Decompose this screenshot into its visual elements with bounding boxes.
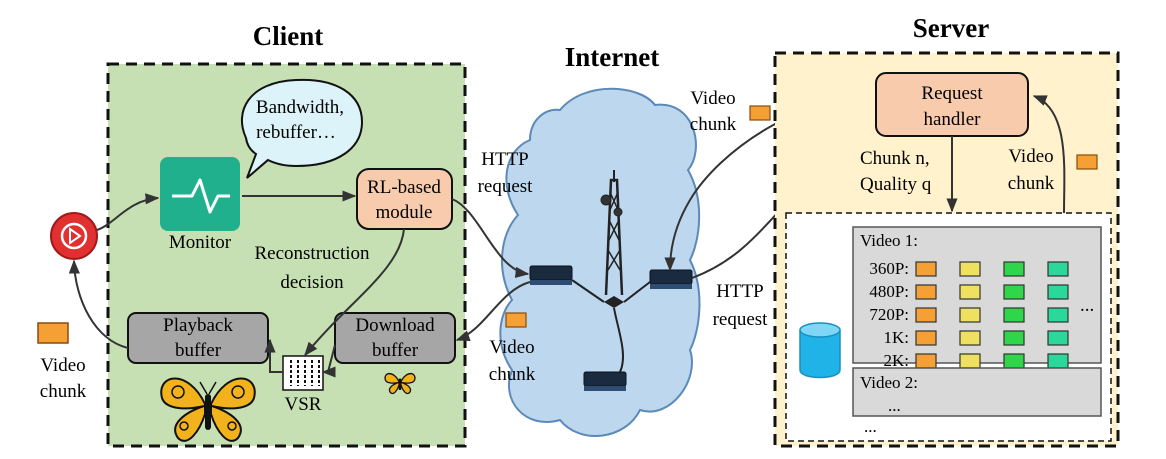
left-chunk-line1: Video [40,355,85,376]
playback-buffer-box [127,312,269,364]
quality-label: 2K: [884,351,910,370]
server-chunk-line2: chunk [1008,173,1055,194]
quality-chunk-cell [1047,261,1069,277]
playback-buffer-line2: buffer [175,340,222,361]
chunk-n-label: Chunk n, [860,148,930,169]
client-arrows [68,190,405,378]
quality-chunk-cell [1047,307,1069,323]
quality-chunk-cell [915,261,937,277]
vsr-label: VSR [285,394,322,415]
quality-chunk-cell [959,284,981,300]
monitor-label: Monitor [169,232,232,253]
quality-chunk-cell [959,307,981,323]
video-chunk-icon-bottom [505,312,527,328]
left-chunk-line2: chunk [40,381,87,402]
server-chunk-line1: Video [1008,146,1053,167]
play-icon [50,212,98,260]
http-request-right-line1: HTTP [716,281,764,302]
router-bottom-icon [583,371,627,391]
request-handler-line2: handler [924,109,982,130]
quality-chunk-cell [1003,353,1025,369]
quality-table: 360P: 480P: 720P: 1K: 2K: [869,259,1069,370]
video1-label: Video 1: [860,231,918,250]
video-chunk-bottom-line1: Video [489,337,534,358]
video-chunk-top-line1: Video [690,88,735,109]
download-buffer-line2: buffer [372,340,419,361]
network-links [571,279,651,373]
router-left-icon [529,265,573,285]
quality-chunk-cell [1003,307,1025,323]
server-title: Server [913,13,989,43]
http-request-left-line1: HTTP [481,149,529,170]
video-chunk-bottom-line2: chunk [489,364,536,385]
status-bubble [241,78,364,179]
internet-cloud [499,87,701,437]
download-buffer-box [334,312,456,364]
quality-q-label: Quality q [860,174,932,195]
reconstruction-line2: decision [280,272,344,293]
http-request-left-line2: request [478,176,534,197]
quality-chunk-cell [915,353,937,369]
router-right-icon [649,269,693,289]
quality-chunk-cell [1003,284,1025,300]
quality-chunk-cell [915,307,937,323]
butterfly-small-icon [384,372,416,395]
quality-chunk-cell [959,330,981,346]
database-icon [799,322,841,379]
ellipsis-right: ... [1080,295,1094,316]
video-chunk-icon-left [37,322,69,344]
server-arrows [946,95,1066,214]
video-chunk-icon-server [1076,154,1098,170]
quality-chunk-cell [1047,353,1069,369]
quality-label: 1K: [884,328,910,347]
quality-label: 480P: [869,282,909,301]
rl-module-line1: RL-based [367,177,441,198]
bubble-text-line1: Bandwidth, [256,97,344,118]
video-chunk-icon-top [749,105,771,121]
quality-chunk-cell [959,261,981,277]
butterfly-large-icon [160,377,256,442]
quality-chunk-cell [1003,261,1025,277]
bubble-text-line2: rebuffer… [256,122,336,143]
quality-chunk-cell [915,330,937,346]
quality-chunk-cell [959,353,981,369]
quality-label: 360P: [869,259,909,278]
request-handler-line1: Request [921,83,983,104]
client-title: Client [253,21,324,51]
ellipsis-bottom: ... [864,417,877,436]
playback-buffer-line1: Playback [163,315,233,336]
reconstruction-line1: Reconstruction [254,243,370,264]
video-chunk-top-line2: chunk [690,114,737,135]
hub-node-icon [604,296,624,308]
quality-label: 720P: [869,305,909,324]
download-buffer-line1: Download [355,315,435,336]
quality-chunk-cell [915,284,937,300]
internet-title: Internet [565,42,659,72]
monitor-icon [160,157,240,231]
cell-tower-icon [600,170,624,296]
ellipsis-video2: ... [888,396,901,415]
video2-label: Video 2: [860,373,918,392]
vsr-grid-icon [282,355,324,391]
video2-panel [852,367,1102,417]
quality-chunk-cell [1003,330,1025,346]
http-request-right-line2: request [713,309,769,330]
quality-chunk-cell [1047,284,1069,300]
rl-module-line2: module [376,202,433,223]
quality-chunk-cell [1047,330,1069,346]
